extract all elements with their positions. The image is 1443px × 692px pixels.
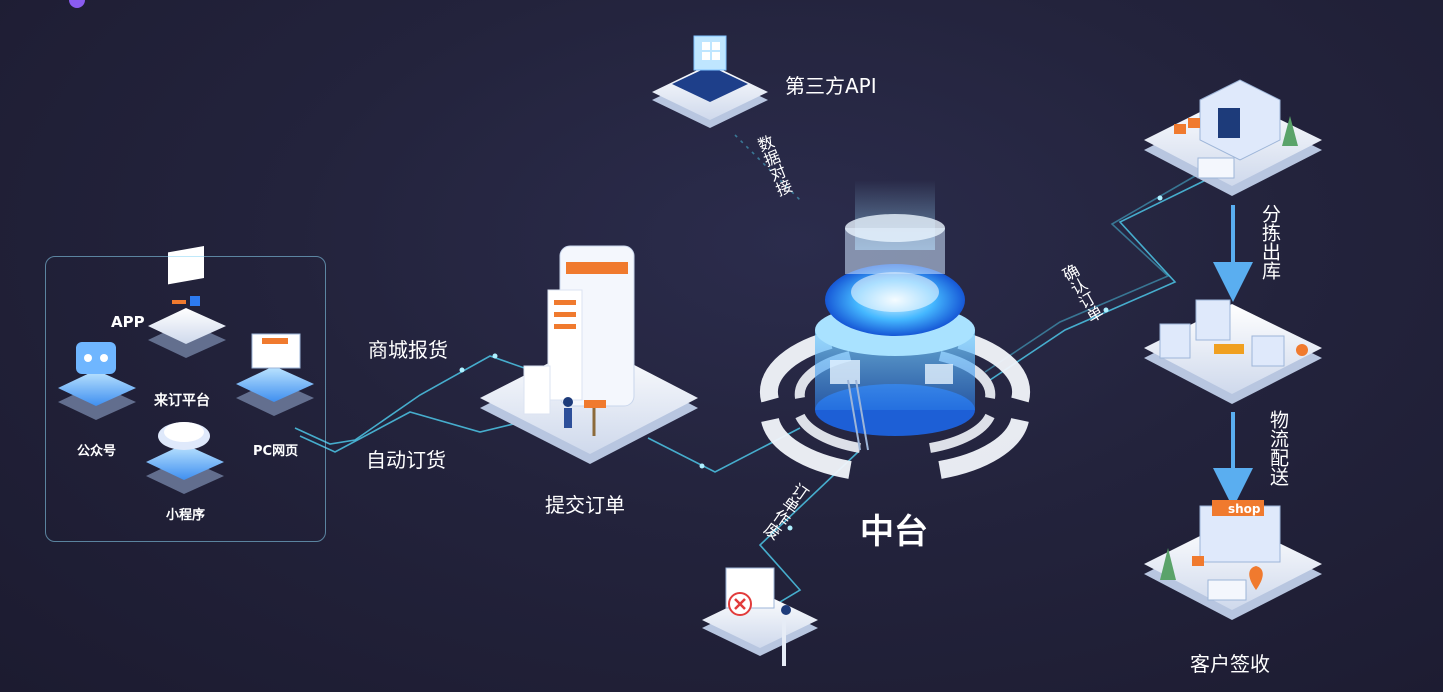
- flow-dot: [492, 353, 498, 359]
- wechat-platform: [58, 342, 136, 420]
- sorting-platform: [1144, 299, 1322, 404]
- flow-dot: [787, 525, 793, 531]
- corner-dot: [69, 0, 85, 8]
- label-mini-program: 小程序: [166, 508, 206, 523]
- label-logistics: 物流配送: [1267, 410, 1289, 486]
- label-mall-order: 商城报货: [368, 338, 448, 362]
- label-third-party-api: 第三方API: [785, 74, 877, 98]
- api-server: [652, 35, 768, 128]
- warehouse-platform: [1144, 79, 1322, 196]
- label-wechat-official: 公众号: [77, 444, 117, 459]
- label-customer-sign: 客户签收: [1190, 652, 1270, 676]
- line-core-to-warehouse: [989, 177, 1211, 381]
- app-platform: [148, 246, 226, 358]
- line-channels-to-auto: [299, 411, 531, 453]
- label-middle-platform: 中台: [860, 512, 928, 552]
- shop-platform: [1144, 500, 1322, 620]
- shop-sign-text: shop: [1228, 502, 1261, 516]
- mini-program-platform: [146, 422, 224, 494]
- flow-dot: [1157, 195, 1163, 201]
- label-pc-web: PC网页: [253, 444, 299, 459]
- flow-dot: [699, 463, 705, 469]
- pc-platform: [236, 333, 314, 416]
- submit-order-platform: [480, 245, 698, 464]
- label-submit-order: 提交订单: [545, 493, 625, 517]
- line-core-to-warehouse-2: [984, 171, 1203, 373]
- channel-group-box: [45, 256, 326, 542]
- flow-lines: [294, 134, 1211, 615]
- label-platform: 来订平台: [154, 393, 210, 409]
- cancel-order-laptop: [702, 567, 818, 666]
- label-auto-order: 自动订货: [366, 448, 446, 472]
- line-order-to-core: [647, 427, 801, 473]
- flow-dot: [1103, 307, 1109, 313]
- label-pick-and-ship: 分拣出库: [1259, 204, 1281, 280]
- flow-dot: [459, 367, 465, 373]
- line-channels-to-mall: [294, 355, 531, 445]
- label-app: APP: [111, 313, 145, 331]
- middle-platform-core: [759, 180, 1031, 479]
- flow-dots: [459, 195, 1163, 531]
